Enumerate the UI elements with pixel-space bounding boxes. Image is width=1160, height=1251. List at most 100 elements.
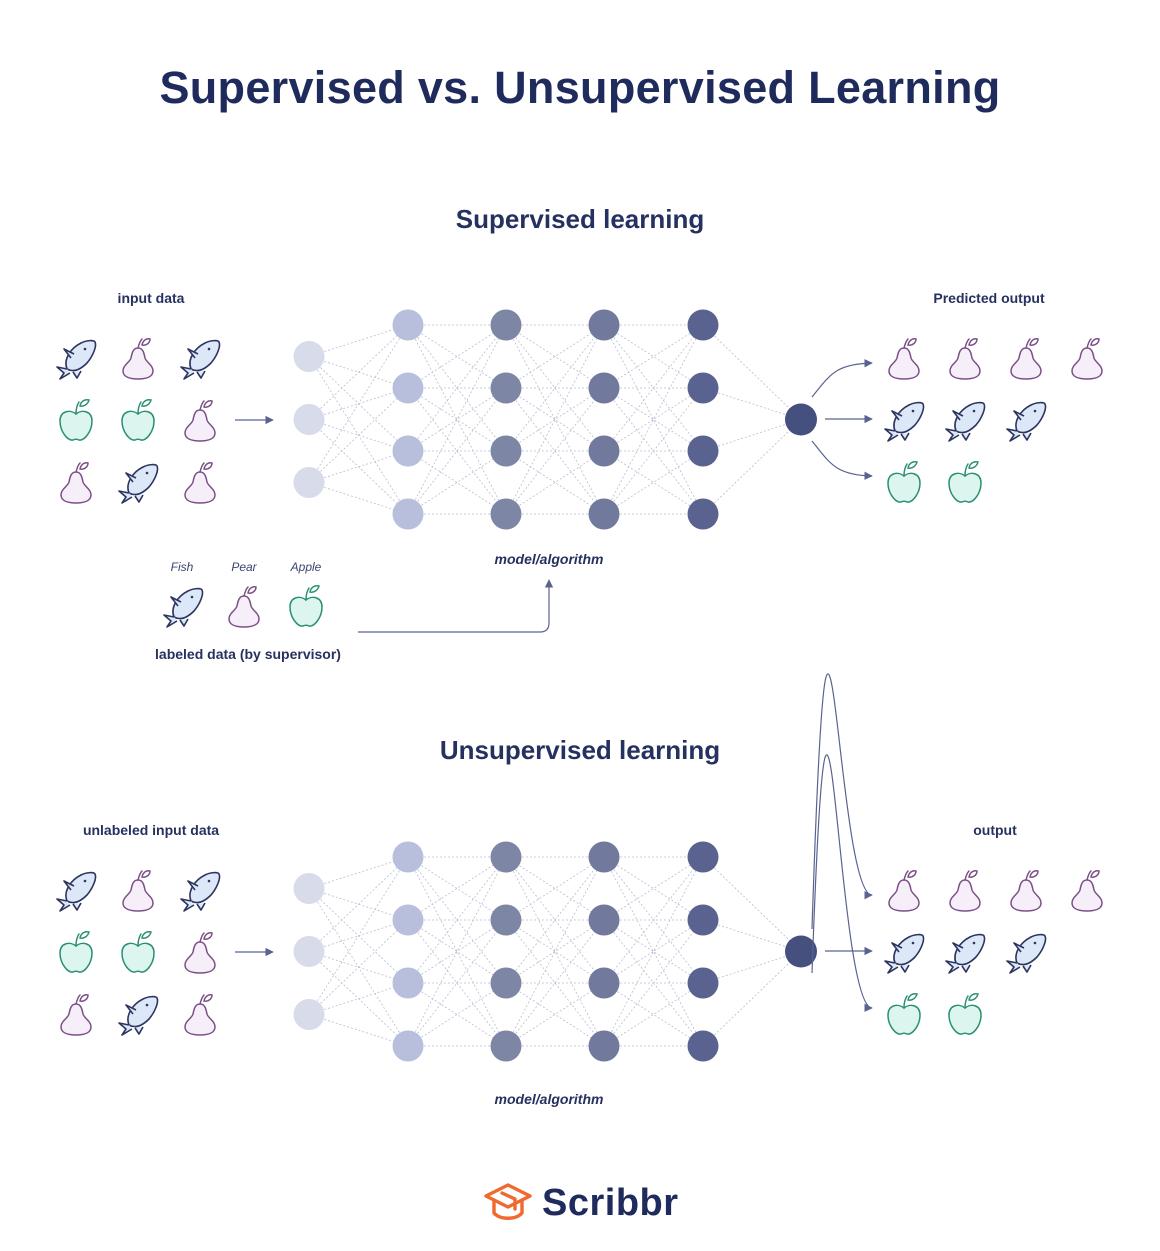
supervised-node-layer5-3 <box>687 435 719 467</box>
output-arrow-top <box>811 359 873 398</box>
supervised-node-layer5-1 <box>687 309 719 341</box>
connection-line <box>308 387 409 483</box>
label-fish: Fish <box>170 560 194 574</box>
connection-line <box>308 951 409 984</box>
pear-icon <box>122 870 154 912</box>
connection-line <box>407 919 507 1047</box>
connection-line <box>702 951 802 984</box>
connection-line <box>702 324 802 420</box>
pear-icon <box>1010 870 1042 912</box>
apple-icon <box>121 931 155 973</box>
unsupervised-node-layer6-1 <box>785 935 817 968</box>
connection-line <box>505 324 605 452</box>
fish-icon <box>180 339 221 380</box>
connection-line <box>603 856 704 921</box>
unsupervised-node-layer3-1 <box>490 841 522 873</box>
connection-line <box>407 450 507 515</box>
scribbr-logo: Scribbr <box>482 1178 679 1228</box>
connection-line <box>407 856 507 984</box>
apple-icon <box>59 931 93 973</box>
labeled-data-label: labeled data (by supervisor) <box>155 646 341 662</box>
connection-line <box>308 856 409 1015</box>
supervised-input-label: input data <box>117 290 185 306</box>
supervised-node-layer5-4 <box>687 498 719 530</box>
fish-icon <box>884 933 925 974</box>
supervised-node-layer2-1 <box>392 309 424 341</box>
connection-line <box>505 919 605 1047</box>
fish-icon <box>1006 933 1047 974</box>
supervised-node-layer3-2 <box>490 372 522 404</box>
output-arrow-top <box>811 673 873 930</box>
connection-line <box>603 387 704 452</box>
connection-line <box>603 856 704 1047</box>
connection-line <box>308 419 409 515</box>
unsupervised-node-layer1-1 <box>293 873 325 904</box>
connection-line <box>407 856 507 921</box>
connection-line <box>407 856 507 1047</box>
pear-icon <box>184 462 216 504</box>
unsupervised-node-layer2-2 <box>392 904 424 936</box>
connection-line <box>603 324 704 515</box>
unsupervised-input-label: unlabeled input data <box>82 822 220 838</box>
connection-line <box>407 324 507 452</box>
unsupervised-model-label: model/algorithm <box>494 1091 604 1107</box>
connection-line <box>505 982 605 1047</box>
connection-line <box>603 919 704 984</box>
connection-line <box>702 856 802 952</box>
supervised-node-layer2-3 <box>392 435 424 467</box>
connection-line <box>407 856 507 921</box>
connection-line <box>702 419 802 515</box>
supervised-node-layer4-2 <box>588 372 620 404</box>
connection-line <box>407 387 507 515</box>
unsupervised-connections <box>308 856 802 1047</box>
connection-line <box>603 450 704 515</box>
output-arrow-bottom <box>811 440 873 480</box>
connection-line <box>505 387 605 452</box>
connection-line <box>702 919 802 952</box>
connection-line <box>407 324 507 389</box>
connection-line <box>505 856 605 1047</box>
connection-line <box>702 951 802 1047</box>
unsupervised-node-layer5-2 <box>687 904 719 936</box>
connection-line <box>407 324 507 452</box>
unsupervised-node-layer1-2 <box>293 936 325 967</box>
pear-icon <box>184 994 216 1036</box>
apple-icon <box>887 461 921 503</box>
unsupervised-node-layer5-3 <box>687 967 719 999</box>
supervised-node-layer4-4 <box>588 498 620 530</box>
supervised-node-layer3-1 <box>490 309 522 341</box>
supervised-node-layer1-3 <box>293 467 325 498</box>
label-apple: Apple <box>290 560 322 574</box>
unsupervised-node-layer4-2 <box>588 904 620 936</box>
fish-icon <box>945 401 986 442</box>
apple-icon <box>59 399 93 441</box>
pear-icon <box>184 400 216 442</box>
fish-icon <box>1006 401 1047 442</box>
pear-icon <box>122 338 154 380</box>
unsupervised-node-layer2-3 <box>392 967 424 999</box>
fish-icon <box>56 871 97 912</box>
connection-line <box>505 324 605 515</box>
connection-line <box>603 982 704 1047</box>
connection-line <box>505 856 605 984</box>
connection-line <box>407 387 507 515</box>
connection-line <box>308 324 409 357</box>
connection-line <box>603 856 704 1047</box>
connection-line <box>505 387 605 515</box>
pear-icon <box>949 870 981 912</box>
connection-line <box>407 324 507 515</box>
connection-line <box>407 387 507 452</box>
pear-icon <box>184 932 216 974</box>
fish-icon <box>180 871 221 912</box>
connection-line <box>603 324 704 515</box>
connection-line <box>505 324 605 452</box>
connection-line <box>407 919 507 984</box>
connection-line <box>603 919 704 1047</box>
connection-line <box>603 324 704 389</box>
connection-line <box>308 387 409 420</box>
pear-icon <box>1010 338 1042 380</box>
unsupervised-node-layer5-4 <box>687 1030 719 1062</box>
supervised-node-layer1-2 <box>293 404 325 435</box>
